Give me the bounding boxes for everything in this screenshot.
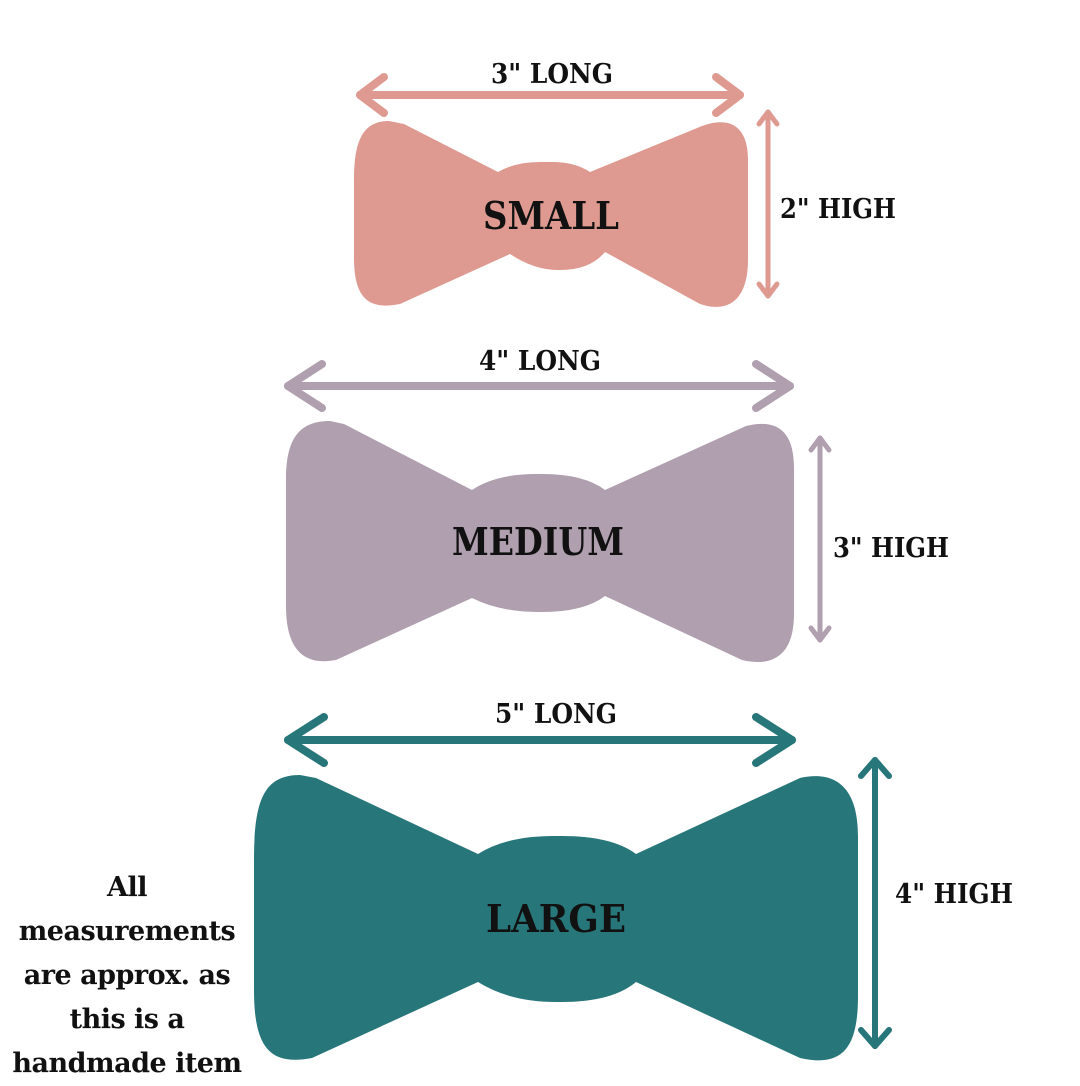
medium-bow-shape bbox=[286, 421, 794, 663]
medium-height-arrow bbox=[808, 435, 832, 643]
small-height-arrow bbox=[756, 109, 780, 299]
disclaimer-line: All bbox=[107, 872, 147, 903]
medium-length-arrow bbox=[284, 360, 794, 412]
large-length-arrow bbox=[284, 713, 796, 767]
disclaimer-line: are approx. as bbox=[23, 960, 231, 991]
small-bow-group: SMALL 3" LONG 2" HIGH bbox=[354, 59, 896, 307]
small-length-label: 3" LONG bbox=[491, 59, 613, 90]
large-length-label: 5" LONG bbox=[495, 699, 617, 730]
medium-height-label: 3" HIGH bbox=[833, 533, 949, 564]
small-bow-shape bbox=[354, 121, 748, 307]
large-size-name: LARGE bbox=[486, 896, 626, 941]
medium-length-label: 4" LONG bbox=[479, 346, 601, 377]
disclaimer-line: this is a bbox=[69, 1004, 185, 1035]
medium-size-name: MEDIUM bbox=[452, 519, 624, 564]
small-height-label: 2" HIGH bbox=[780, 194, 896, 225]
disclaimer-line: measurements bbox=[18, 916, 236, 947]
small-length-arrow bbox=[356, 73, 744, 117]
disclaimer-line: handmade item bbox=[12, 1048, 242, 1079]
small-size-name: SMALL bbox=[483, 193, 619, 238]
large-bow-shape bbox=[254, 775, 858, 1061]
large-height-arrow bbox=[858, 757, 892, 1049]
medium-bow-group: MEDIUM 4" LONG 3" HIGH bbox=[284, 346, 949, 663]
large-height-label: 4" HIGH bbox=[895, 879, 1013, 910]
large-bow-group: LARGE 5" LONG 4" HIGH bbox=[254, 699, 1013, 1061]
measurement-disclaimer: All measurements are approx. as this is … bbox=[8, 866, 246, 1086]
